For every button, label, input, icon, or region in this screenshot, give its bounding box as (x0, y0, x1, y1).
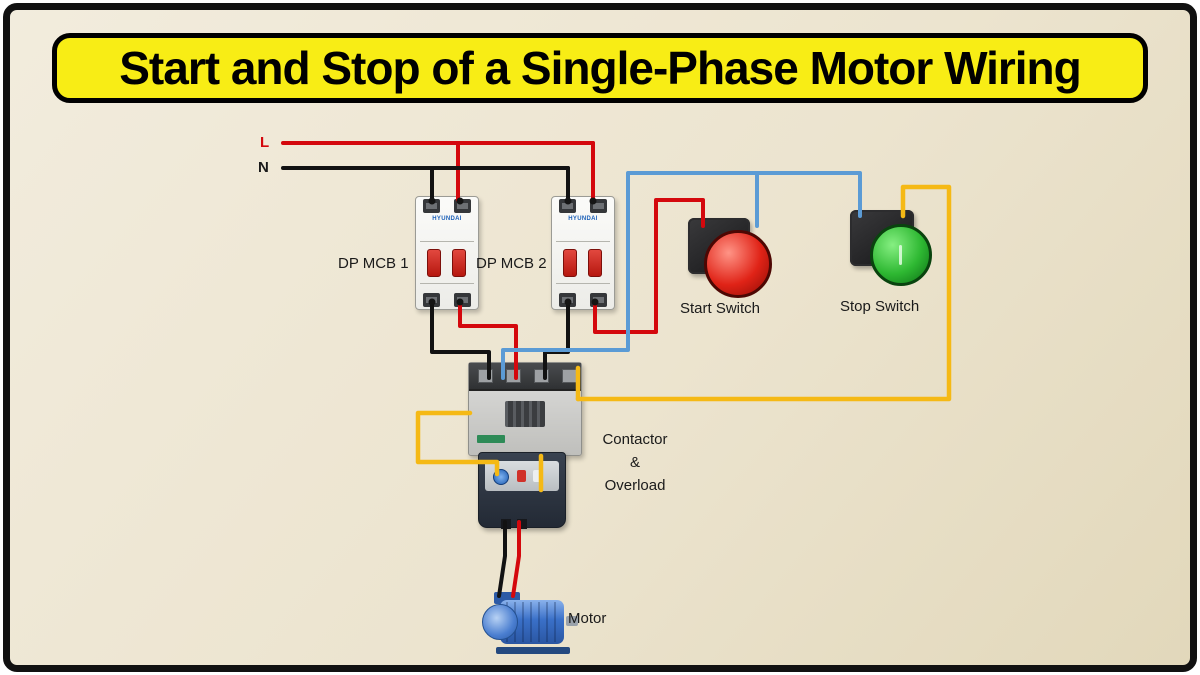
neutral-label: N (258, 159, 269, 176)
mcb-terminal (590, 293, 607, 307)
mcb-terminal (590, 199, 607, 213)
mcb-groove (556, 283, 610, 284)
mcb-brand-label: HYUNDAI (568, 216, 598, 222)
mcb-groove (420, 241, 474, 242)
contactor-terminal-strip (469, 363, 581, 391)
start-switch-label: Start Switch (680, 300, 761, 317)
overload-terminal (501, 519, 511, 529)
frame-border (3, 3, 1197, 672)
start-switch (688, 216, 780, 300)
motor-label: Motor (568, 610, 607, 627)
dp-mcb-1-label: DP MCB 1 (338, 255, 409, 272)
terminal-screw (534, 369, 549, 383)
dp-mcb-2-label: DP MCB 2 (476, 255, 547, 272)
contactor (468, 362, 582, 456)
mcb-terminal (559, 293, 576, 307)
mcb-terminal (559, 199, 576, 213)
motor-base (496, 647, 570, 654)
overload-reset-button (517, 470, 526, 482)
stop-switch (850, 208, 942, 292)
terminal-screw (478, 369, 493, 383)
mcb-switch-lever (427, 249, 441, 277)
stop-button (870, 224, 932, 286)
mcb-terminal (423, 293, 440, 307)
mcb-terminal (454, 199, 471, 213)
mcb-brand-label: HYUNDAI (432, 216, 462, 222)
overload-test-button (533, 470, 542, 482)
motor-fan-cover (482, 604, 518, 640)
motor (478, 592, 590, 656)
mcb-switch-lever (452, 249, 466, 277)
title-banner: Start and Stop of a Single-Phase Motor W… (52, 33, 1148, 103)
line-label: L (260, 134, 270, 151)
overload-face (485, 461, 559, 491)
mcb-groove (420, 283, 474, 284)
terminal-screw (506, 369, 521, 383)
motor-shaft (566, 616, 578, 626)
overload-dial (493, 469, 509, 485)
mcb-terminal (454, 293, 471, 307)
dp-mcb-2: HYUNDAI (551, 196, 615, 310)
contactor-brand-mark (477, 435, 505, 443)
contactor-vent (505, 401, 545, 427)
contactor-overload-label: Contactor & Overload (602, 431, 668, 494)
mcb-switch-lever (588, 249, 602, 277)
overload-terminal (517, 519, 527, 529)
overload-relay (478, 452, 566, 529)
stop-switch-label: Stop Switch (840, 298, 920, 315)
dp-mcb-1: HYUNDAI (415, 196, 479, 310)
page-title: Start and Stop of a Single-Phase Motor W… (119, 42, 1082, 94)
mcb-groove (556, 241, 610, 242)
terminal-screw (562, 369, 577, 383)
mcb-switch-lever (563, 249, 577, 277)
stop-button-marking (899, 245, 902, 265)
mcb-terminal (423, 199, 440, 213)
start-button (704, 230, 772, 298)
